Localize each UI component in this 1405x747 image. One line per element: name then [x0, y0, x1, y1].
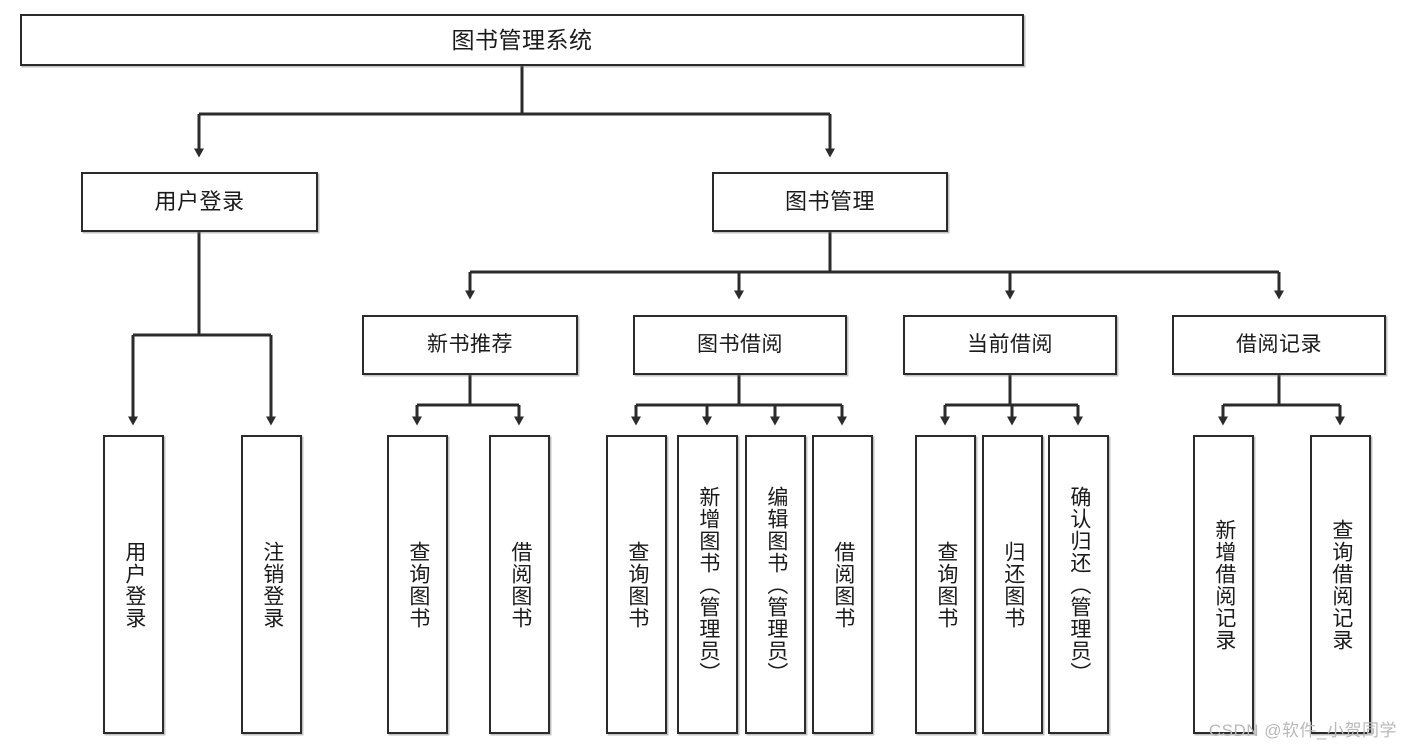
node-borrow-record[interactable]: 借阅记录	[1172, 315, 1386, 375]
node-leaf-logout-label: 注销登录	[260, 540, 284, 629]
node-leaf-borrow-book-b-label: 借阅图书	[831, 540, 855, 629]
node-current-borrow[interactable]: 当前借阅	[903, 315, 1117, 375]
node-leaf-add-book-admin-label: 新增图书（管理员）	[696, 485, 720, 684]
node-leaf-borrow-book-a[interactable]: 借阅图书	[489, 435, 550, 734]
node-leaf-query-borrow-record-label: 查询借阅记录	[1329, 518, 1353, 651]
node-leaf-query-book-b-label: 查询图书	[625, 540, 649, 629]
node-book-management-label: 图书管理	[784, 189, 875, 215]
node-borrow-record-label: 借阅记录	[1236, 332, 1322, 356]
node-root-book-management-system[interactable]: 图书管理系统	[20, 14, 1024, 66]
node-leaf-confirm-return-admin[interactable]: 确认归还（管理员）	[1048, 435, 1109, 734]
node-leaf-logout[interactable]: 注销登录	[241, 435, 302, 734]
node-leaf-query-book-a[interactable]: 查询图书	[387, 435, 448, 734]
node-leaf-query-book-a-label: 查询图书	[406, 540, 430, 629]
node-book-borrow[interactable]: 图书借阅	[633, 315, 847, 375]
node-leaf-query-borrow-record[interactable]: 查询借阅记录	[1310, 435, 1371, 734]
node-leaf-edit-book-admin[interactable]: 编辑图书（管理员）	[745, 435, 806, 734]
node-book-management[interactable]: 图书管理	[712, 172, 948, 232]
node-leaf-add-borrow-record[interactable]: 新增借阅记录	[1193, 435, 1254, 734]
watermark-text: CSDN @软件_小贺同学	[1208, 721, 1397, 740]
node-leaf-user-login[interactable]: 用户登录	[103, 435, 164, 734]
node-leaf-borrow-book-b[interactable]: 借阅图书	[812, 435, 873, 734]
node-leaf-confirm-return-admin-label: 确认归还（管理员）	[1067, 485, 1091, 684]
node-user-login[interactable]: 用户登录	[81, 172, 318, 232]
node-leaf-edit-book-admin-label: 编辑图书（管理员）	[764, 485, 788, 684]
node-leaf-query-book-b[interactable]: 查询图书	[606, 435, 667, 734]
node-leaf-add-borrow-record-label: 新增借阅记录	[1212, 518, 1236, 651]
node-leaf-return-book-label: 归还图书	[1001, 540, 1025, 629]
node-leaf-query-book-c[interactable]: 查询图书	[915, 435, 976, 734]
node-leaf-borrow-book-a-label: 借阅图书	[508, 540, 532, 629]
node-leaf-user-login-label: 用户登录	[122, 540, 146, 629]
node-book-borrow-label: 图书借阅	[697, 332, 783, 356]
node-new-book-recommend-label: 新书推荐	[427, 332, 513, 356]
node-root-label: 图书管理系统	[451, 26, 593, 53]
node-new-book-recommend[interactable]: 新书推荐	[362, 315, 578, 375]
node-leaf-add-book-admin[interactable]: 新增图书（管理员）	[677, 435, 738, 734]
node-user-login-label: 用户登录	[154, 189, 245, 215]
node-current-borrow-label: 当前借阅	[967, 332, 1053, 356]
node-leaf-query-book-c-label: 查询图书	[934, 540, 958, 629]
node-leaf-return-book[interactable]: 归还图书	[982, 435, 1043, 734]
